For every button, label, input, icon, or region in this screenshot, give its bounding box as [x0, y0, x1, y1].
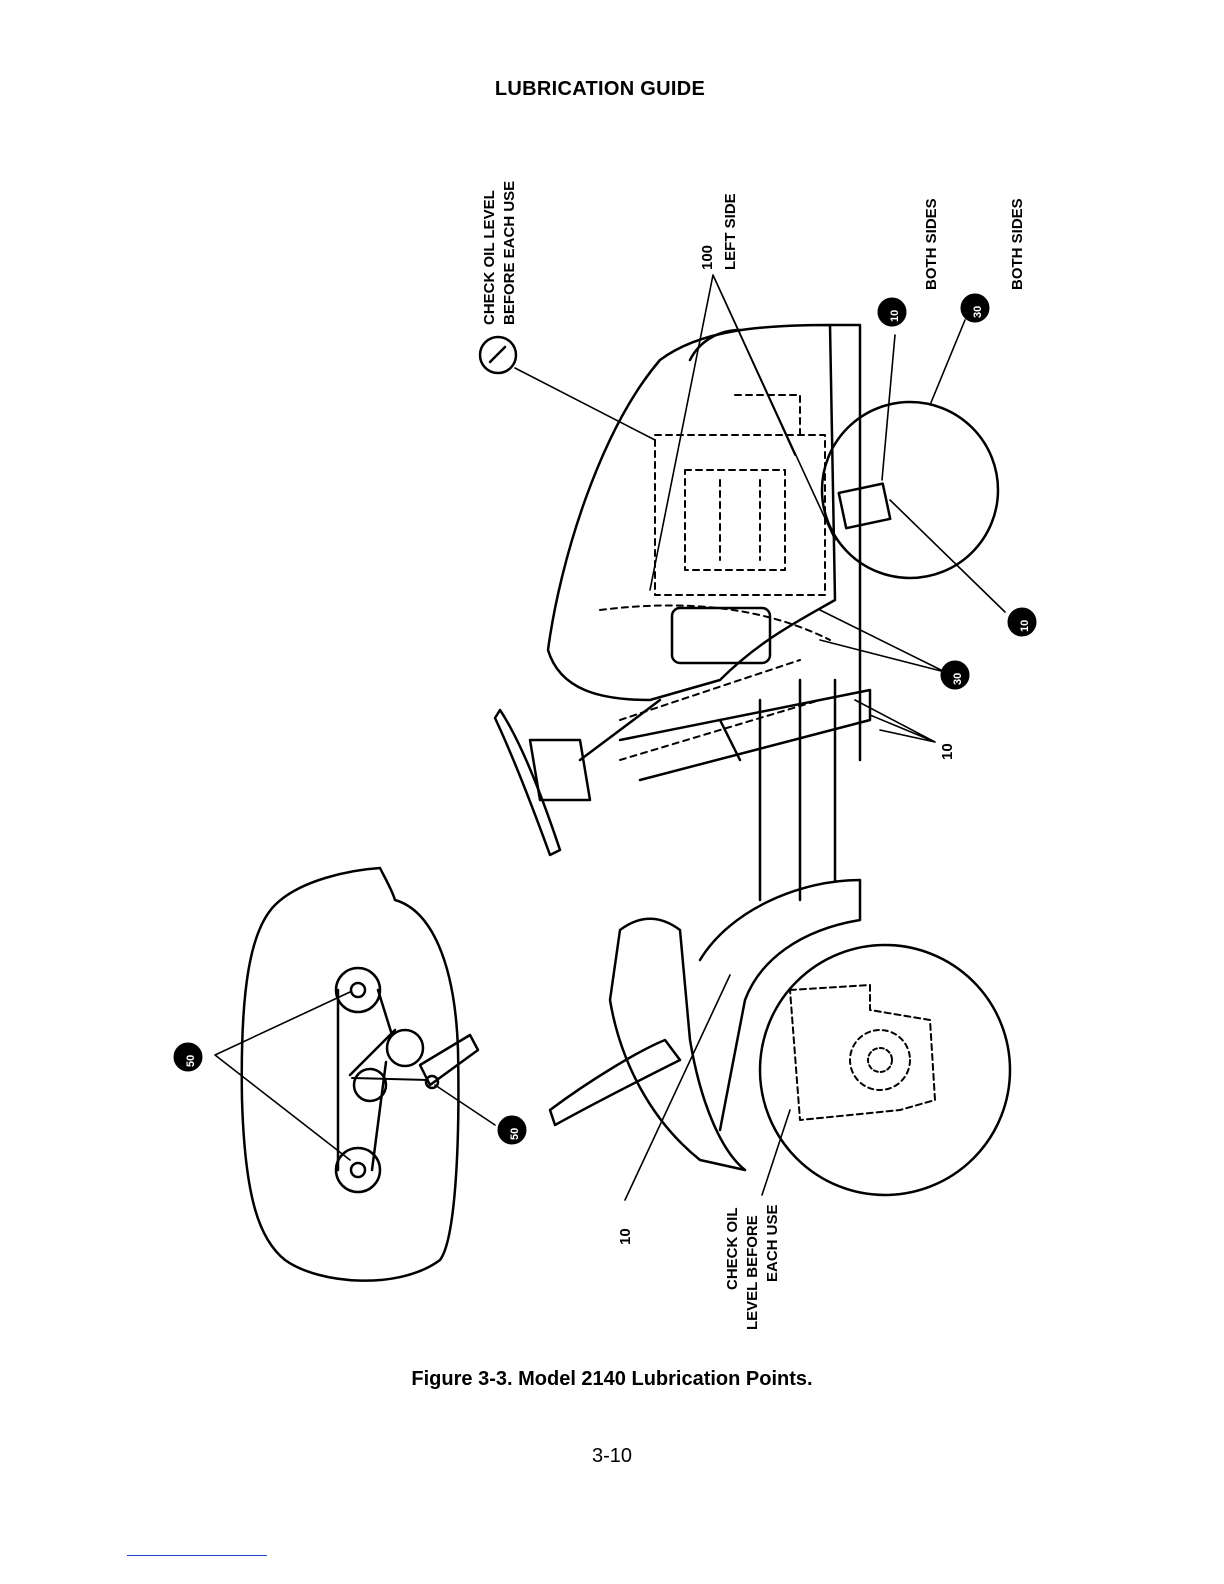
both-sides-label-1: BOTH SIDES [923, 198, 940, 290]
oil-check-bottom-line1: CHECK OIL [724, 1208, 741, 1291]
both-sides-label-2: BOTH SIDES [1009, 198, 1026, 290]
oil-check-label-line2: BEFORE EACH USE [501, 181, 518, 325]
rear-fender [700, 880, 860, 1130]
seat [550, 919, 745, 1170]
oil-check-bottom-line2: LEVEL BEFORE [744, 1215, 761, 1330]
oil-check-label-line1: CHECK OIL LEVEL [481, 190, 498, 325]
badge-10-circle-label: 10 [1019, 620, 1031, 632]
tractor-hood [548, 325, 860, 760]
badge-50-left-label: 50 [185, 1055, 197, 1067]
rear-wheel [760, 945, 1010, 1195]
detail-circle [822, 330, 998, 600]
figure-caption: Figure 3-3. Model 2140 Lubrication Point… [0, 1368, 1224, 1391]
badge-30-top-label: 30 [972, 306, 984, 318]
hours-10-mid-label: 10 [939, 743, 956, 760]
tractor-frame [620, 680, 870, 900]
badge-30-mid-label: 30 [952, 673, 964, 685]
mower-deck [242, 868, 478, 1281]
badge-50-right-label: 50 [509, 1128, 521, 1140]
page-number: 3-10 [0, 1445, 1224, 1468]
oil-can-icon [480, 337, 516, 373]
oil-check-bottom-line3: EACH USE [764, 1204, 781, 1282]
badge-10-top-label: 10 [889, 310, 901, 322]
footer-rule [127, 1555, 267, 1556]
left-side-label: LEFT SIDE [722, 193, 739, 270]
hours-10-bottom-label: 10 [617, 1228, 634, 1245]
pulley-top [336, 968, 380, 1012]
hours-100-label: 100 [699, 245, 716, 270]
steering-wheel [495, 700, 660, 855]
